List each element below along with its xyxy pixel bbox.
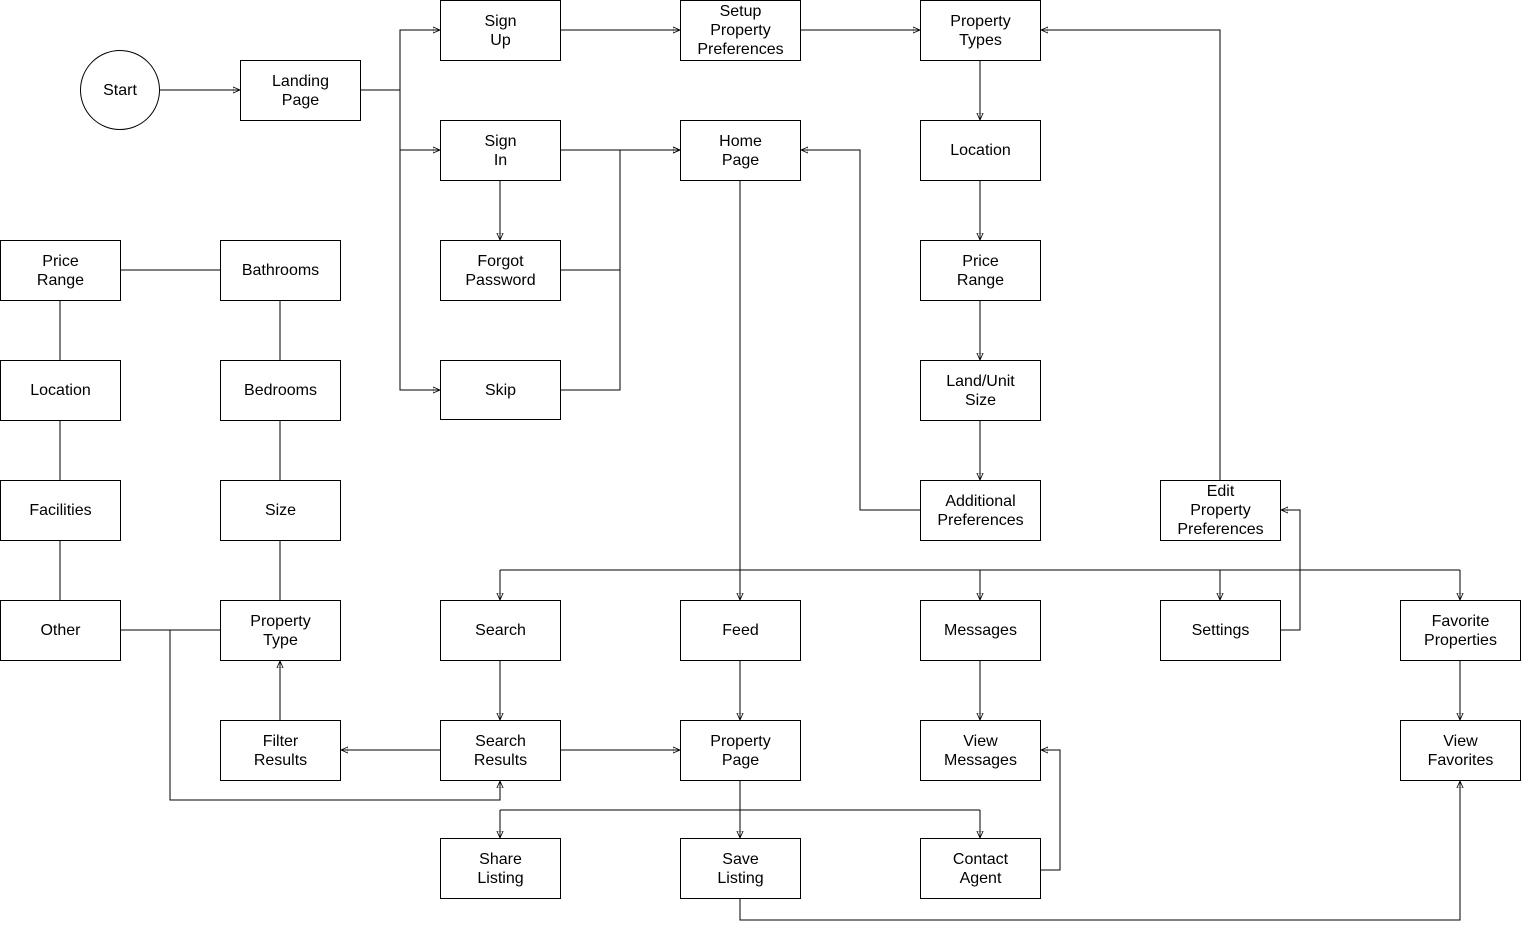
node-land-unit-size-label: Land/Unit Size [946, 372, 1015, 409]
node-filter-price-range[interactable]: Price Range [0, 240, 121, 301]
node-messages-label: Messages [944, 622, 1017, 639]
node-search[interactable]: Search [440, 600, 561, 661]
node-setup-property-preferences[interactable]: Setup Property Preferences [680, 0, 801, 61]
node-skip-label: Skip [484, 381, 517, 399]
node-sign-up[interactable]: Sign Up [440, 0, 561, 61]
connector-settings-to-edit [1281, 510, 1301, 631]
node-view-favorites[interactable]: View Favorites [1400, 720, 1521, 781]
node-forgot-password[interactable]: Forgot Password [440, 240, 561, 301]
node-favorite-properties-label: Favorite Properties [1424, 612, 1497, 649]
node-location-preference-label: Location [950, 142, 1011, 159]
node-landing-page-label: Landing Page [272, 72, 329, 109]
node-price-range-preference-label: Price Range [956, 252, 1005, 289]
connector-branch-to-signup [399, 30, 440, 90]
node-price-range-preference[interactable]: Price Range [920, 240, 1041, 301]
node-forgot-password-label: Forgot Password [465, 252, 536, 289]
node-bedrooms[interactable]: Bedrooms [220, 360, 341, 421]
node-property-type-label: Property Type [250, 612, 311, 649]
node-filter-location-label: Location [30, 382, 91, 399]
connector-edit-to-types [1041, 30, 1221, 480]
node-view-messages-label: View Messages [944, 732, 1017, 769]
node-property-page[interactable]: Property Page [680, 720, 801, 781]
connector-additional-to-home [801, 150, 920, 511]
node-messages[interactable]: Messages [920, 600, 1041, 661]
connector-branch-to-signin [399, 90, 440, 150]
node-settings[interactable]: Settings [1160, 600, 1281, 661]
node-bedrooms-label: Bedrooms [244, 382, 317, 399]
connector-other-loop-to-results [121, 629, 500, 801]
node-property-type[interactable]: Property Type [220, 600, 341, 661]
node-save-listing-label: Save Listing [717, 850, 764, 887]
node-size[interactable]: Size [220, 480, 341, 541]
node-facilities-label: Facilities [29, 502, 92, 519]
node-start-label: Start [103, 81, 137, 99]
node-share-listing-label: Share Listing [477, 850, 524, 887]
node-sign-up-label: Sign Up [484, 12, 517, 49]
node-search-results-label: Search Results [473, 732, 528, 769]
node-feed-label: Feed [722, 622, 759, 639]
connector-contact-to-viewmsg [1041, 750, 1061, 871]
node-view-messages[interactable]: View Messages [920, 720, 1041, 781]
node-property-types-label: Property Types [950, 12, 1011, 49]
node-landing-page[interactable]: Landing Page [240, 60, 361, 121]
node-size-label: Size [264, 502, 297, 519]
node-setup-property-preferences-label: Setup Property Preferences [697, 3, 784, 58]
node-other[interactable]: Other [0, 600, 121, 661]
node-contact-agent[interactable]: Contact Agent [920, 838, 1041, 899]
node-sign-in-label: Sign In [484, 132, 517, 169]
node-settings-label: Settings [1191, 622, 1250, 639]
node-bathrooms[interactable]: Bathrooms [220, 240, 341, 301]
node-edit-property-preferences[interactable]: Edit Property Preferences [1160, 480, 1281, 541]
node-facilities[interactable]: Facilities [0, 480, 121, 541]
node-search-label: Search [475, 622, 526, 639]
node-sign-in[interactable]: Sign In [440, 120, 561, 181]
node-share-listing[interactable]: Share Listing [440, 838, 561, 899]
node-bathrooms-label: Bathrooms [241, 262, 320, 279]
node-additional-preferences-label: Additional Preferences [937, 492, 1024, 529]
node-edit-property-preferences-label: Edit Property Preferences [1177, 483, 1264, 538]
node-favorite-properties[interactable]: Favorite Properties [1400, 600, 1521, 661]
connector-forgot-to-home [561, 150, 680, 271]
connector-skip-to-home [561, 270, 621, 391]
node-home-page-label: Home Page [719, 132, 762, 169]
node-location-preference[interactable]: Location [920, 120, 1041, 181]
node-save-listing[interactable]: Save Listing [680, 838, 801, 899]
node-feed[interactable]: Feed [680, 600, 801, 661]
node-land-unit-size[interactable]: Land/Unit Size [920, 360, 1041, 421]
node-filter-results[interactable]: Filter Results [220, 720, 341, 781]
node-other-label: Other [40, 622, 81, 639]
connector-save-to-viewfav [739, 781, 1460, 921]
node-property-page-label: Property Page [710, 732, 771, 769]
connector-branch-to-skip [399, 90, 440, 390]
node-home-page[interactable]: Home Page [680, 120, 801, 181]
node-skip[interactable]: Skip [440, 360, 561, 420]
node-filter-results-label: Filter Results [253, 732, 308, 769]
node-search-results[interactable]: Search Results [440, 720, 561, 781]
node-property-types[interactable]: Property Types [920, 0, 1041, 61]
node-filter-location[interactable]: Location [0, 360, 121, 421]
node-additional-preferences[interactable]: Additional Preferences [920, 480, 1041, 541]
node-start[interactable]: Start [80, 50, 160, 130]
node-filter-price-range-label: Price Range [36, 252, 85, 289]
node-contact-agent-label: Contact Agent [952, 850, 1009, 887]
node-view-favorites-label: View Favorites [1427, 732, 1494, 769]
